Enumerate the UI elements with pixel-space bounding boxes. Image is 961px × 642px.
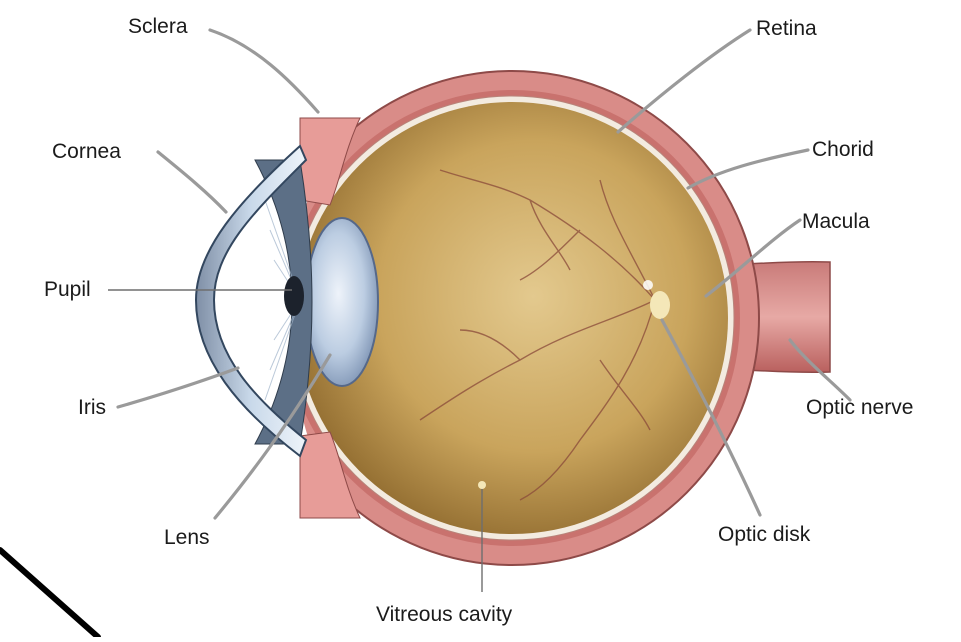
label-pupil: Pupil xyxy=(44,278,91,301)
label-iris: Iris xyxy=(78,396,106,419)
label-chorid: Chorid xyxy=(812,138,874,161)
label-sclera: Sclera xyxy=(128,15,188,38)
label-lens: Lens xyxy=(164,526,210,549)
vitreous-point-marker xyxy=(478,481,486,489)
label-optic-nerve: Optic nerve xyxy=(806,396,913,419)
label-vitreous-cavity: Vitreous cavity xyxy=(376,603,513,626)
leader-cornea xyxy=(158,152,226,212)
leader-retina xyxy=(618,30,750,132)
macula-shape xyxy=(643,280,653,290)
label-optic-disk: Optic disk xyxy=(718,523,811,546)
optic-disk-shape xyxy=(650,291,670,319)
leader-sclera xyxy=(210,30,318,112)
diagonal-black-stroke xyxy=(0,550,98,637)
label-macula: Macula xyxy=(802,210,870,233)
label-retina: Retina xyxy=(756,17,817,40)
leader-iris xyxy=(118,368,238,407)
pupil-shape xyxy=(284,276,304,316)
label-cornea: Cornea xyxy=(52,140,121,163)
lens-shape xyxy=(306,218,378,386)
